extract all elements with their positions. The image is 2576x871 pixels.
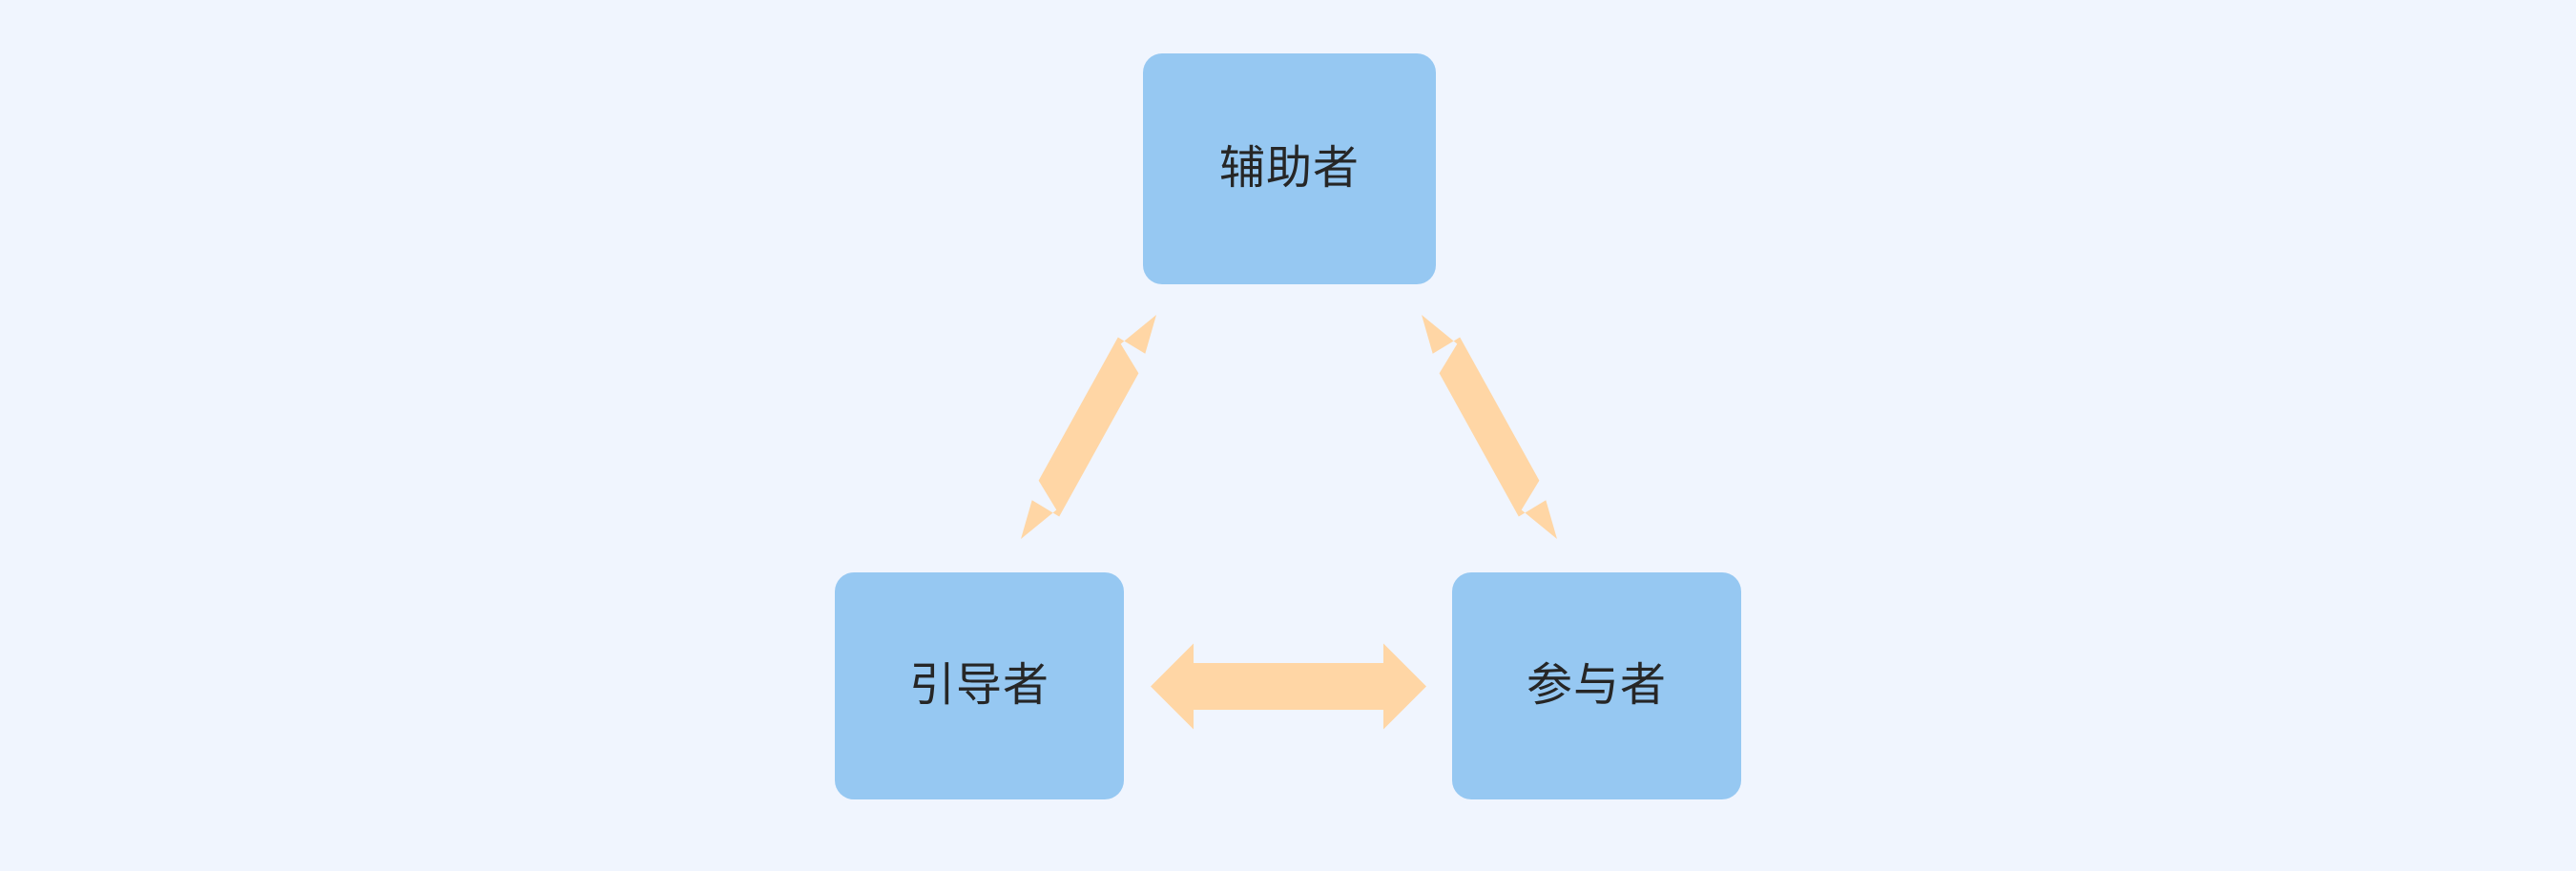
arrow-guide-facilitator [1021, 315, 1156, 539]
arrow-facilitator-participant [1422, 315, 1557, 539]
node-label-facilitator: 辅助者 [1218, 143, 1360, 194]
node-label-participant: 参与者 [1526, 660, 1667, 711]
node-label-guide: 引导者 [908, 660, 1049, 711]
node-box-guide[interactable]: 引导者 [835, 572, 1124, 799]
node-box-facilitator[interactable]: 辅助者 [1143, 53, 1436, 284]
arrow-guide-participant [1151, 643, 1426, 730]
node-box-participant[interactable]: 参与者 [1452, 572, 1741, 799]
